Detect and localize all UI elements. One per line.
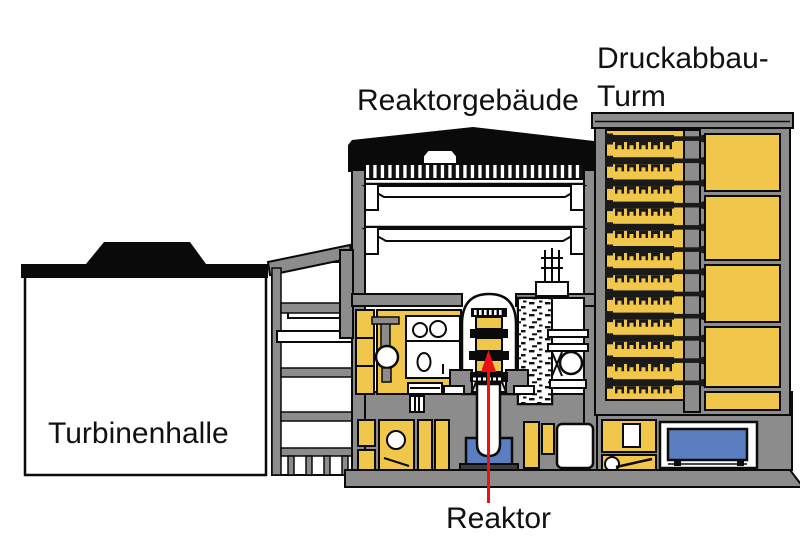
- standpipe-cluster: [535, 248, 569, 297]
- vessel-flask: [416, 352, 432, 372]
- valve-wheel: [429, 320, 447, 338]
- basement-room: [417, 419, 433, 471]
- machine-beam: [547, 329, 589, 338]
- reactor-building: [339, 127, 793, 476]
- storage-tank: [555, 422, 595, 470]
- machine-base: [549, 379, 587, 389]
- machine-drum: [558, 350, 584, 376]
- tower-right-panels: [704, 133, 781, 411]
- suppression-panel: [704, 326, 781, 388]
- pipe: [381, 367, 392, 383]
- suppression-panel: [704, 391, 781, 411]
- shield-and-machinery: [516, 296, 589, 406]
- reactor-building-roof: [348, 127, 597, 172]
- label-turbine-hall: Turbinenhalle: [48, 417, 229, 450]
- turbine-hall: [21, 242, 268, 477]
- valve-wheel: [412, 322, 428, 338]
- label-tower: Druckabbau- Turm: [597, 40, 769, 116]
- basement-room: [523, 421, 540, 469]
- pipe-header: [371, 316, 400, 325]
- condensate-tank: [666, 427, 749, 462]
- basement-pillar: [287, 455, 295, 476]
- x-brace: [551, 351, 563, 377]
- pressure-suppression-tower: [591, 112, 794, 416]
- label-reactor-building: Reaktorgebäude: [357, 84, 579, 117]
- label-tower-line2: Turm: [597, 80, 666, 113]
- turbine-hall-roof: [21, 242, 268, 278]
- yellow-duct: [355, 309, 375, 395]
- pump: [374, 344, 400, 370]
- machine-beam: [547, 343, 589, 352]
- crane-end-post: [364, 183, 379, 211]
- basement-pillar: [305, 455, 313, 476]
- floor-slab: [280, 411, 353, 422]
- suppression-panel: [704, 195, 781, 261]
- tower-basement: [601, 419, 759, 474]
- crane-girder-web: [361, 185, 588, 198]
- dome-base-step: [513, 385, 535, 395]
- tank-dome: [386, 430, 406, 450]
- turbine-hall-body: [23, 274, 268, 477]
- connecting-building-left-wall: [271, 267, 282, 476]
- label-reactor: Reaktor: [446, 502, 552, 535]
- crane-girder-web: [361, 228, 588, 242]
- crane-end-post: [570, 183, 585, 211]
- tank-foot: [737, 460, 744, 466]
- basement-pillar: [323, 455, 331, 476]
- basement-room: [357, 449, 376, 471]
- dome-base-step: [443, 385, 465, 395]
- operating-floor: [351, 293, 463, 307]
- vent-grille: [409, 395, 425, 413]
- floor-slab: [280, 367, 353, 378]
- basement-room: [357, 419, 376, 447]
- pump-wheel: [604, 456, 620, 472]
- crane-end-post: [570, 226, 585, 255]
- tank-foot: [674, 460, 681, 466]
- equipment-box: [622, 423, 641, 448]
- foundation-slab: [344, 469, 800, 488]
- crane-end-post: [364, 226, 379, 255]
- pipe-run: [383, 457, 410, 467]
- reactor-pointer-arrow: [481, 350, 496, 503]
- drive-rod: [615, 457, 653, 469]
- label-tower-line1: Druckabbau-: [597, 42, 769, 75]
- crane-trolley: [422, 149, 458, 165]
- suppression-panel: [704, 264, 781, 323]
- suppression-panel: [704, 133, 781, 192]
- basement-room: [541, 423, 555, 455]
- floor-slab: [280, 447, 353, 457]
- basement-room: [434, 419, 450, 471]
- polar-crane-rail: [364, 163, 585, 180]
- tower-roof-cap: [591, 112, 794, 129]
